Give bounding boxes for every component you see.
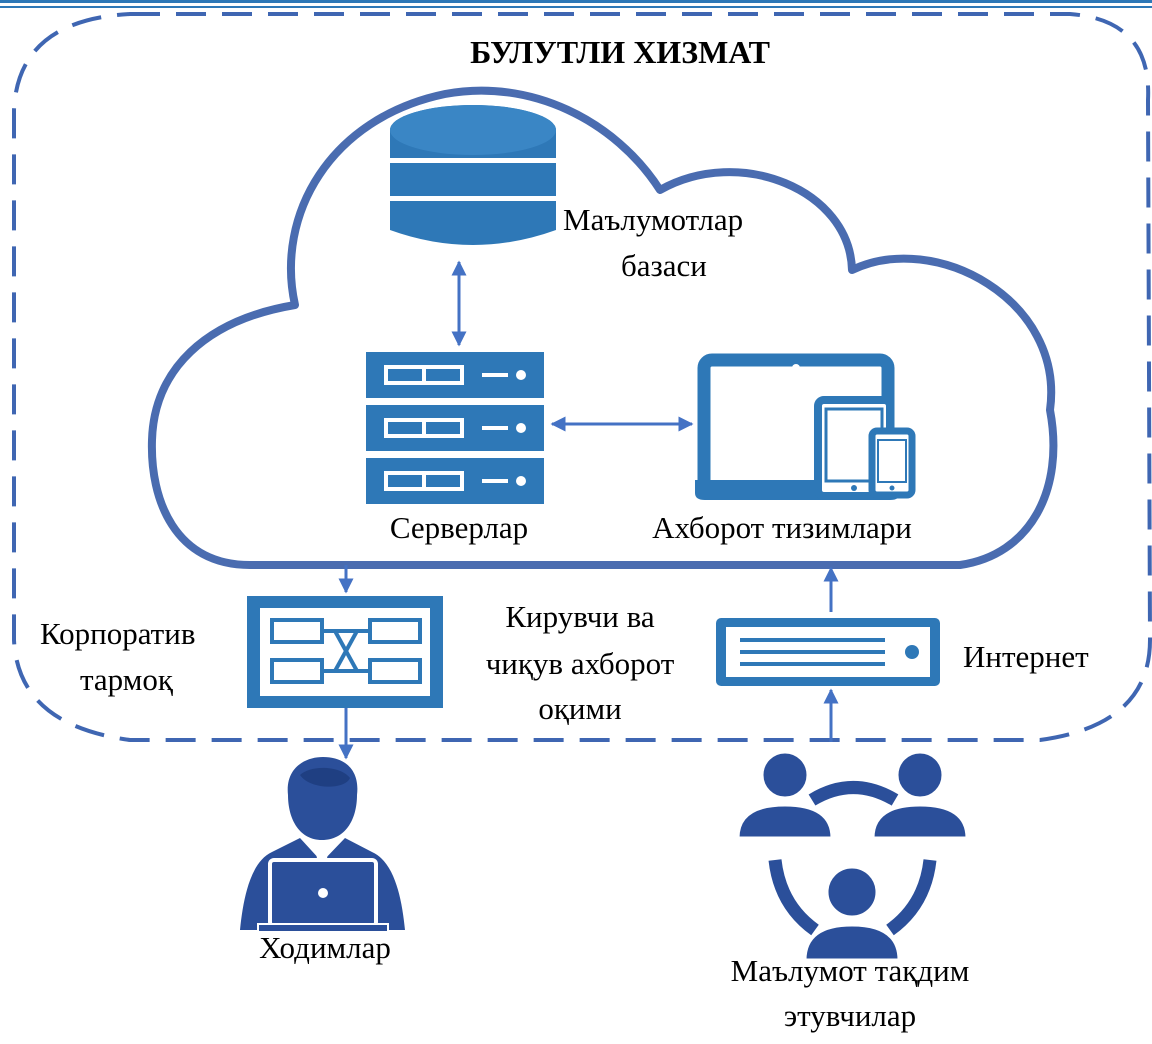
corporate-network-label-line-2: тармоқ	[80, 662, 173, 697]
database-label-line-1: Маълумотлар	[563, 202, 744, 237]
network-switch-icon	[247, 596, 443, 708]
database-label-line-2: базаси	[621, 248, 707, 283]
cloud-outline	[147, 86, 1058, 569]
cloud-service-boundary	[12, 12, 1152, 742]
data-flow-label-line-2: чиқув ахборот	[485, 646, 675, 681]
employees-label: Ходимлар	[259, 930, 391, 965]
data-flow-label-line-1: Кирувчи ва	[505, 599, 655, 634]
page-top-border	[0, 0, 1152, 8]
server-rack-icon	[366, 352, 544, 504]
internet-label: Интернет	[963, 639, 1089, 674]
info-systems-label: Ахборот тизимлари	[652, 510, 912, 545]
data-flow-label-line-3: оқими	[538, 691, 622, 726]
data-providers-label-line-2: этувчилар	[783, 998, 917, 1033]
users-group-icon	[736, 750, 969, 962]
servers-label: Серверлар	[389, 510, 529, 545]
employee-laptop-icon	[240, 757, 405, 933]
diagram-title: БУЛУТЛИ ХИЗМАТ	[470, 34, 770, 70]
data-providers-label-line-1: Маълумот тақдим	[730, 953, 970, 988]
corporate-network-label-line-1: Корпоратив	[40, 616, 196, 651]
router-icon	[716, 618, 940, 686]
flow-arrows	[338, 260, 839, 760]
database-icon	[388, 105, 558, 245]
devices-icon	[695, 353, 916, 500]
